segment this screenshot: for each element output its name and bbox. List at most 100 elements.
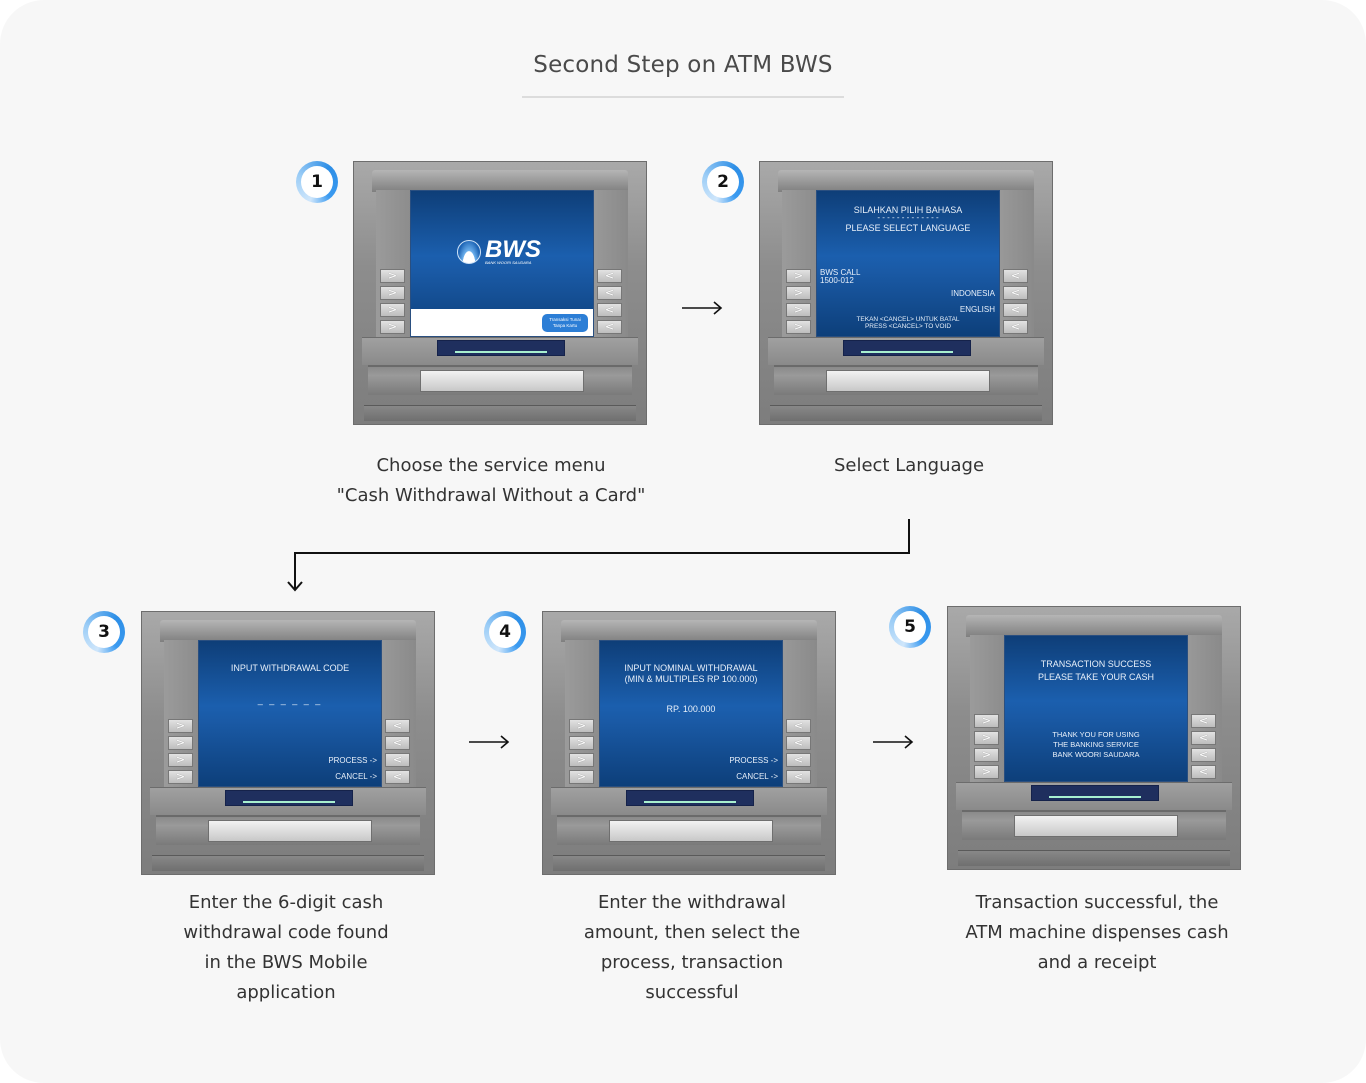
process-option[interactable]: PROCESS -> bbox=[729, 756, 778, 765]
title-divider bbox=[522, 96, 844, 98]
call-label: BWS CALL bbox=[820, 268, 861, 277]
slot-led bbox=[455, 351, 547, 353]
caption-line: and a receipt bbox=[1037, 952, 1157, 973]
side-key-left[interactable]: > bbox=[380, 303, 405, 317]
side-key-right[interactable]: < bbox=[597, 286, 622, 300]
side-key-right[interactable]: < bbox=[1003, 303, 1028, 317]
side-key-left[interactable]: > bbox=[786, 286, 811, 300]
pill-line-2: Tanpa Kartu bbox=[552, 323, 578, 328]
caption-line: in the BWS Mobile bbox=[204, 952, 368, 973]
step-number: 1 bbox=[301, 166, 333, 198]
side-key-left[interactable]: > bbox=[380, 269, 405, 283]
caption-line: Select Language bbox=[833, 455, 985, 476]
side-key-right[interactable]: < bbox=[1003, 320, 1028, 334]
atm-step-3: INPUT WITHDRAWAL CODE _ _ _ _ _ _ PROCES… bbox=[141, 611, 435, 875]
side-key-left[interactable]: > bbox=[168, 770, 193, 784]
process-option[interactable]: PROCESS -> bbox=[328, 756, 377, 765]
side-key-right[interactable]: < bbox=[597, 269, 622, 283]
cash-dispenser bbox=[208, 820, 372, 842]
code-placeholder[interactable]: _ _ _ _ _ _ bbox=[257, 695, 323, 705]
caption-line: process, transaction bbox=[600, 952, 784, 973]
slot-led bbox=[243, 801, 335, 803]
side-key-right[interactable]: < bbox=[1003, 286, 1028, 300]
cancel-option[interactable]: CANCEL -> bbox=[335, 772, 377, 781]
atm-base bbox=[770, 405, 1042, 421]
side-key-right[interactable]: < bbox=[1191, 748, 1216, 762]
side-key-left[interactable]: > bbox=[380, 286, 405, 300]
cash-dispenser bbox=[1014, 815, 1178, 837]
side-key-left[interactable]: > bbox=[974, 731, 999, 745]
language-option-english[interactable]: ENGLISH bbox=[959, 305, 995, 314]
left-buttons: > > > > bbox=[569, 719, 594, 784]
thank-you-line: THE BANKING SERVICE bbox=[1053, 740, 1139, 749]
cancel-hint: TEKAN <CANCEL> UNTUK BATAL bbox=[856, 316, 960, 323]
side-key-right[interactable]: < bbox=[385, 736, 410, 750]
side-key-right[interactable]: < bbox=[597, 303, 622, 317]
step-2-caption: Select Language bbox=[759, 451, 1059, 481]
side-key-left[interactable]: > bbox=[786, 320, 811, 334]
side-key-right[interactable]: < bbox=[786, 719, 811, 733]
atm-hood bbox=[778, 170, 1034, 192]
logo-subtext: BANK WOORI SAUDARA bbox=[485, 260, 532, 265]
thank-you-line: THANK YOU FOR USING bbox=[1052, 730, 1140, 739]
atm-base bbox=[958, 850, 1230, 866]
screen-line: (MIN & MULTIPLES RP 100.000) bbox=[624, 674, 758, 684]
side-key-left[interactable]: > bbox=[569, 719, 594, 733]
atm-screen: BWS BANK WOORI SAUDARA Transaksi Tunai T… bbox=[410, 190, 594, 337]
step-2-badge: 2 bbox=[702, 161, 744, 203]
side-key-left[interactable]: > bbox=[974, 765, 999, 779]
caption-line: withdrawal code found bbox=[183, 922, 389, 943]
atm-hood bbox=[966, 615, 1222, 637]
right-buttons: < < < < bbox=[1191, 714, 1216, 779]
side-key-left[interactable]: > bbox=[569, 770, 594, 784]
side-key-left[interactable]: > bbox=[974, 748, 999, 762]
arrow-right-icon bbox=[873, 735, 914, 749]
atm-hood bbox=[160, 620, 416, 642]
side-key-right[interactable]: < bbox=[597, 320, 622, 334]
side-key-left[interactable]: > bbox=[380, 320, 405, 334]
side-key-left[interactable]: > bbox=[569, 736, 594, 750]
side-key-right[interactable]: < bbox=[786, 736, 811, 750]
step-number: 4 bbox=[489, 616, 521, 648]
step-1-badge: 1 bbox=[296, 161, 338, 203]
step-number: 5 bbox=[894, 611, 926, 643]
side-key-left[interactable]: > bbox=[168, 753, 193, 767]
step-number: 2 bbox=[707, 166, 739, 198]
side-key-right[interactable]: < bbox=[385, 753, 410, 767]
side-key-left[interactable]: > bbox=[168, 736, 193, 750]
cardless-withdrawal-button[interactable]: Transaksi Tunai Tanpa Kartu bbox=[542, 314, 588, 332]
side-key-left[interactable]: > bbox=[974, 714, 999, 728]
caption-line: Enter the 6-digit cash bbox=[188, 892, 384, 913]
step-5-caption: Transaction successful, the ATM machine … bbox=[937, 888, 1257, 978]
side-key-right[interactable]: < bbox=[1191, 765, 1216, 779]
atm-step-5: TRANSACTION SUCCESS PLEASE TAKE YOUR CAS… bbox=[947, 606, 1241, 870]
side-key-right[interactable]: < bbox=[1191, 731, 1216, 745]
side-key-right[interactable]: < bbox=[786, 753, 811, 767]
side-key-right[interactable]: < bbox=[1003, 269, 1028, 283]
screen-line: TRANSACTION SUCCESS bbox=[1040, 659, 1152, 669]
screen-line: PLEASE TAKE YOUR CASH bbox=[1037, 672, 1155, 682]
side-key-right[interactable]: < bbox=[385, 719, 410, 733]
step-1-caption: Choose the service menu "Cash Withdrawal… bbox=[310, 451, 672, 511]
atm-screen: INPUT NOMINAL WITHDRAWAL (MIN & MULTIPLE… bbox=[599, 640, 783, 787]
card-slot bbox=[225, 790, 353, 806]
pill-line-1: Transaksi Tunai bbox=[549, 317, 581, 322]
amount-field[interactable]: RP. 100.000 bbox=[666, 704, 716, 714]
bws-globe-icon bbox=[457, 240, 481, 264]
caption-line: successful bbox=[645, 982, 739, 1003]
side-key-left[interactable]: > bbox=[786, 303, 811, 317]
side-key-right[interactable]: < bbox=[1191, 714, 1216, 728]
screen-line: PLEASE SELECT LANGUAGE bbox=[845, 223, 971, 233]
arrow-right-icon bbox=[469, 735, 510, 749]
side-key-right[interactable]: < bbox=[786, 770, 811, 784]
right-buttons: < < < < bbox=[385, 719, 410, 784]
atm-step-4: INPUT NOMINAL WITHDRAWAL (MIN & MULTIPLE… bbox=[542, 611, 836, 875]
cancel-option[interactable]: CANCEL -> bbox=[736, 772, 778, 781]
side-key-left[interactable]: > bbox=[786, 269, 811, 283]
arrow-right-icon bbox=[682, 301, 723, 315]
atm-base bbox=[152, 855, 424, 871]
side-key-right[interactable]: < bbox=[385, 770, 410, 784]
side-key-left[interactable]: > bbox=[569, 753, 594, 767]
language-option-indonesia[interactable]: INDONESIA bbox=[950, 289, 995, 298]
side-key-left[interactable]: > bbox=[168, 719, 193, 733]
